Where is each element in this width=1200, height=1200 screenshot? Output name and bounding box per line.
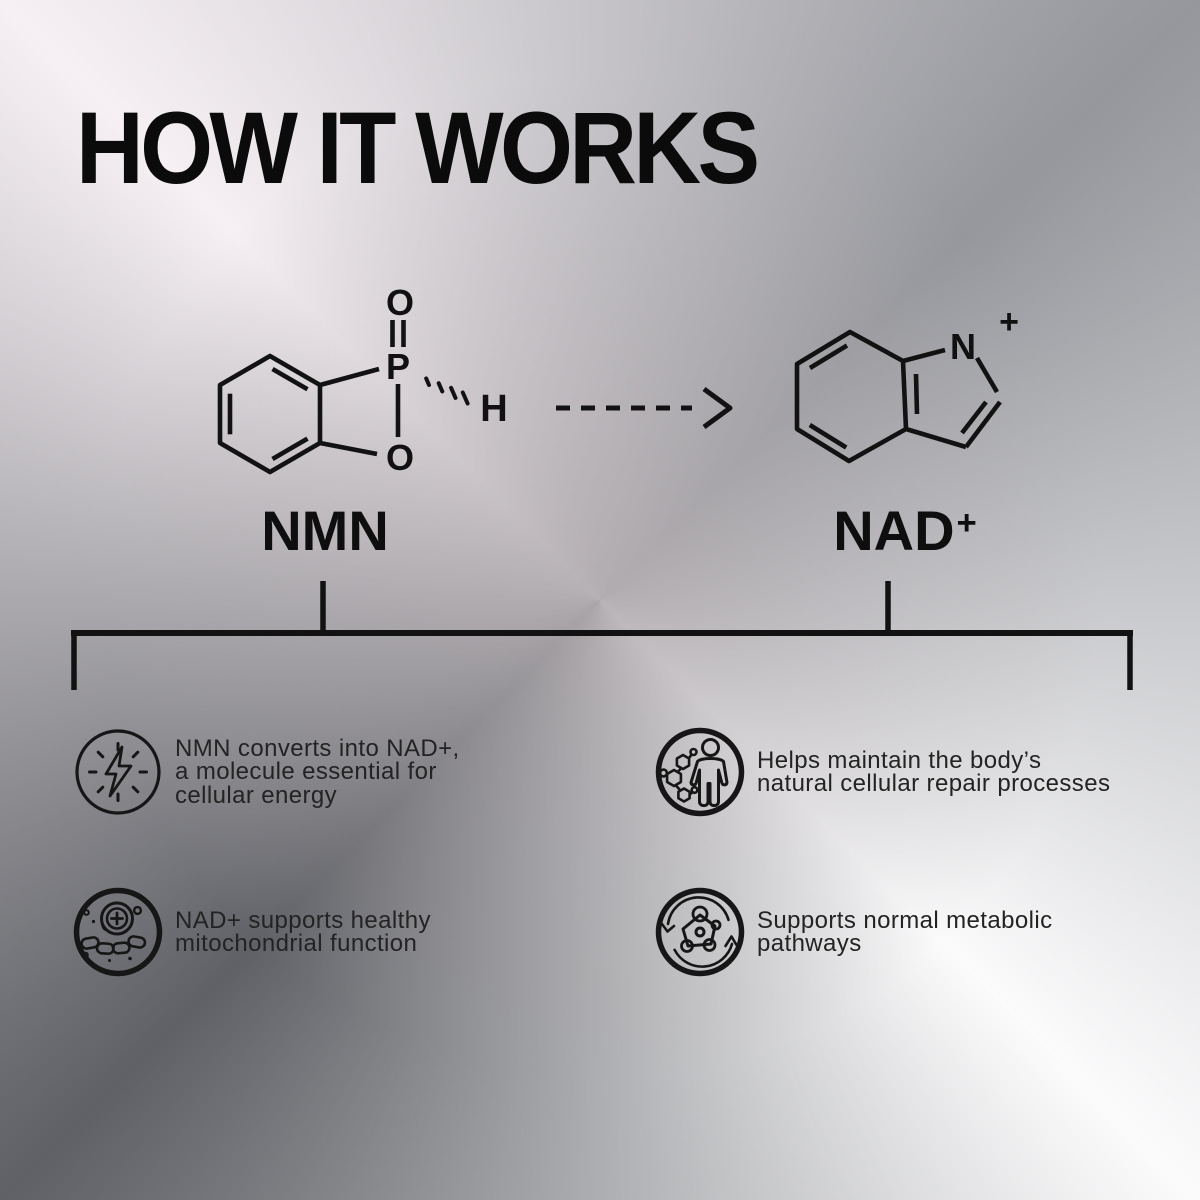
nad-superscript-plus: + xyxy=(956,504,977,543)
metabolic-cycle-icon xyxy=(655,887,745,977)
hashed-wedge-bond xyxy=(424,376,470,406)
benefit-mitochondria: NAD+ supports healthy mitochondrial func… xyxy=(72,886,612,978)
atom-oxygen-top: O xyxy=(386,282,414,323)
dashed-arrow xyxy=(556,386,733,430)
atom-oxygen-bottom: O xyxy=(386,437,414,478)
atom-hydrogen: H xyxy=(480,388,507,430)
nad-label: NAD+ xyxy=(833,499,977,562)
nad-structure: N + xyxy=(794,303,1019,464)
benefit-text: NAD+ supports healthy mitochondrial func… xyxy=(175,906,431,957)
energy-burst-icon xyxy=(75,729,161,815)
atom-phosphorus: P xyxy=(386,346,410,387)
benefit-text: Helps maintain the body’s natural cellul… xyxy=(757,746,1111,797)
page-title: HOW IT WORKS xyxy=(76,90,760,205)
benefit-metabolic: Supports normal metabolic pathways xyxy=(654,886,1194,978)
benefit-cellular-repair: Helps maintain the body’s natural cellul… xyxy=(654,726,1194,818)
mitochondria-icon xyxy=(73,887,163,977)
bracket-connector xyxy=(71,581,1133,690)
atom-nitrogen: N xyxy=(950,326,976,367)
cellular-repair-icon xyxy=(655,727,745,817)
benefit-energy: NMN converts into NAD+, a molecule essen… xyxy=(72,726,612,818)
nmn-label: NMN xyxy=(261,499,389,562)
nmn-structure: O P O H xyxy=(217,282,508,478)
positive-charge: + xyxy=(999,303,1019,341)
benefit-text: NMN converts into NAD+, a molecule essen… xyxy=(175,734,460,809)
benefit-text: Supports normal metabolic pathways xyxy=(757,906,1053,957)
